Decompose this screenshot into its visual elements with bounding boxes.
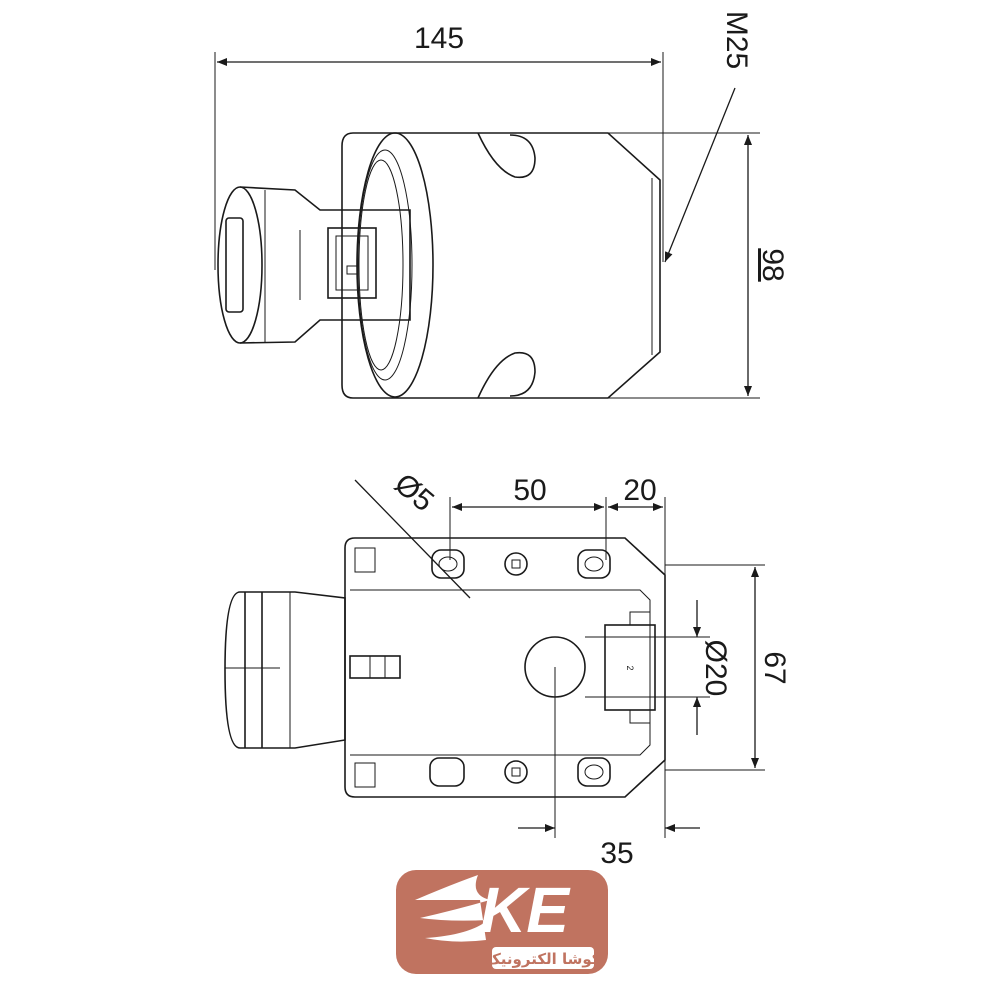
mounting-holes (429, 549, 611, 787)
dim-label-98: 98 (756, 248, 789, 281)
dim-label-m25: M25 (720, 11, 753, 69)
dim-label-145: 145 (414, 22, 464, 55)
dim-label-67: 67 (758, 651, 791, 684)
top-view (214, 52, 760, 399)
mounting-slot-bottom (477, 351, 536, 399)
housing-body (341, 132, 661, 399)
logo-letters: KE (480, 874, 571, 946)
dim-label-d20: Ø20 (699, 640, 732, 697)
logo-tagline: کوشا الکترونیک (485, 950, 600, 968)
dim-label-d5: Ø5 (388, 467, 440, 518)
part-marking: 2 (625, 665, 635, 670)
mounting-slot-top (477, 132, 536, 179)
leader-line-m25 (664, 87, 736, 263)
dim-label-20: 20 (623, 474, 656, 507)
bottom-view (224, 479, 765, 838)
leader-line-d5 (354, 479, 471, 599)
logo-wave-icon (415, 875, 490, 942)
base-plate (344, 537, 666, 798)
company-logo: KE کوشا الکترونیک (396, 870, 608, 974)
dim-label-35: 35 (600, 837, 633, 870)
dim-label-50: 50 (513, 474, 546, 507)
